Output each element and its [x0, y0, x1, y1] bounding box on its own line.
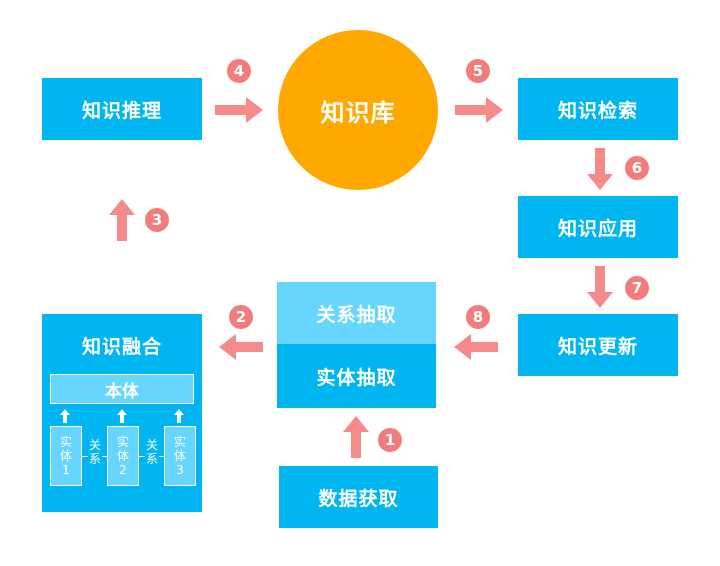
knowledge-reasoning-box: 知识推理 — [42, 78, 202, 140]
small-up-arrow-3 — [174, 409, 184, 423]
entity-1-char-2: 体 — [59, 449, 72, 463]
step-number-1: 1 — [384, 431, 396, 449]
data-acquisition-box: 数据获取 — [279, 466, 438, 528]
relation-extraction-box: 关系抽取 — [277, 282, 436, 344]
step-badge-1: 1 — [378, 428, 402, 452]
relation-2-char-1: 关 — [145, 438, 158, 452]
step-badge-4: 4 — [227, 59, 251, 83]
entity-extraction-box: 实体抽取 — [277, 344, 436, 408]
arrow-left-step-2 — [219, 334, 263, 360]
arrow-up-step-1 — [343, 416, 369, 458]
step-badge-2: 2 — [229, 305, 253, 329]
relation-connector-2b — [159, 456, 164, 457]
entity-1-char-1: 实 — [59, 435, 72, 449]
arrow-down-step-7 — [587, 266, 613, 308]
step-badge-3: 3 — [145, 208, 169, 232]
relation-1-char-2: 系 — [88, 452, 101, 466]
relation-1-char-1: 关 — [88, 438, 101, 452]
entity-3-char-2: 体 — [173, 449, 186, 463]
step-number-2: 2 — [235, 308, 247, 326]
arrow-up-step-3 — [109, 199, 135, 241]
relation-connector-1b — [102, 456, 107, 457]
step-badge-8: 8 — [466, 305, 490, 329]
knowledge-fusion-label: 知识融合 — [81, 336, 162, 358]
small-up-arrow-1 — [60, 409, 70, 423]
step-badge-7: 7 — [625, 276, 649, 300]
entity-3-number: 3 — [176, 463, 184, 477]
relation-label-1: 关 系 — [88, 438, 102, 466]
relation-connector-2a — [139, 456, 145, 457]
entity-1-number: 1 — [62, 463, 70, 477]
relation-extraction-label: 关系抽取 — [316, 303, 397, 326]
relation-label-2: 关 系 — [145, 438, 159, 466]
knowledge-base-circle: 知识库 — [278, 30, 438, 190]
arrow-right-step-5 — [455, 97, 503, 123]
knowledge-base-label: 知识库 — [320, 98, 396, 127]
ontology-box: 本体 — [50, 374, 194, 404]
arrow-down-step-6 — [587, 148, 613, 190]
arrow-left-step-8 — [454, 334, 498, 360]
data-acquisition-label: 数据获取 — [318, 487, 399, 510]
relation-connector-1a — [82, 456, 88, 457]
entity-box-1: 实 体 1 — [50, 426, 82, 486]
ontology-label: 本体 — [105, 381, 139, 402]
knowledge-application-box: 知识应用 — [518, 196, 678, 258]
knowledge-update-label: 知识更新 — [557, 335, 638, 358]
entity-box-3: 实 体 3 — [164, 426, 196, 486]
knowledge-fusion-box: 知识融合 本体 实 体 1 关 系 实 体 2 关 系 实 体 3 — [42, 314, 202, 512]
entity-2-char-1: 实 — [116, 435, 129, 449]
knowledge-retrieval-box: 知识检索 — [518, 78, 678, 140]
step-badge-6: 6 — [625, 156, 649, 180]
relation-2-char-2: 系 — [145, 452, 158, 466]
step-number-7: 7 — [631, 279, 643, 297]
entity-3-char-1: 实 — [173, 435, 186, 449]
step-badge-5: 5 — [466, 59, 490, 83]
knowledge-retrieval-label: 知识检索 — [557, 99, 638, 122]
knowledge-update-box: 知识更新 — [518, 314, 678, 376]
arrow-right-step-4 — [215, 97, 263, 123]
step-number-6: 6 — [631, 159, 643, 177]
entity-2-char-2: 体 — [116, 449, 129, 463]
step-number-5: 5 — [472, 62, 484, 80]
entity-box-2: 实 体 2 — [107, 426, 139, 486]
entity-extraction-label: 实体抽取 — [316, 366, 397, 389]
knowledge-application-label: 知识应用 — [557, 217, 638, 240]
step-number-4: 4 — [233, 62, 245, 80]
step-number-8: 8 — [472, 308, 484, 326]
step-number-3: 3 — [151, 211, 163, 229]
entity-2-number: 2 — [119, 463, 127, 477]
knowledge-reasoning-label: 知识推理 — [81, 99, 162, 122]
small-up-arrow-2 — [117, 409, 127, 423]
